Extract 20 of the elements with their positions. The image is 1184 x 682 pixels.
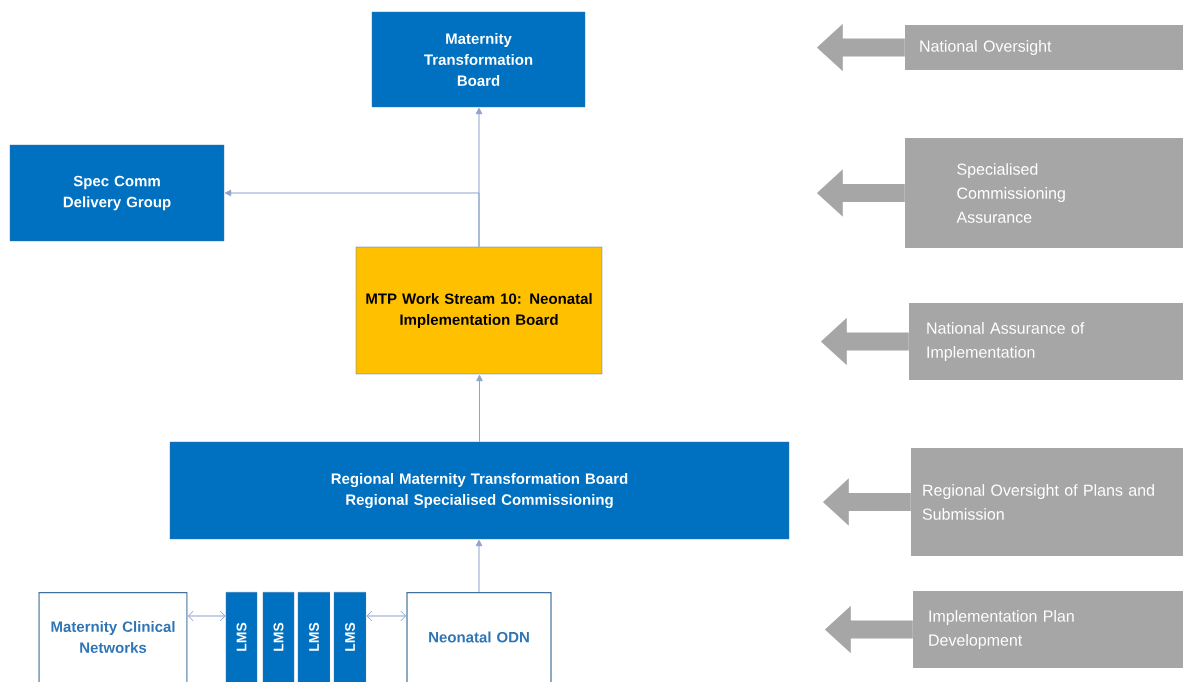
- lms-box: LMS: [225, 592, 258, 682]
- level-box: Regional Oversight of Plans and Submission: [911, 448, 1183, 556]
- network-box: Neonatal ODN: [406, 592, 552, 682]
- arrow: [224, 189, 480, 248]
- level-box: National Oversight: [905, 25, 1183, 70]
- board-box: Regional Maternity Transformation Board Regional Specialised Commissioning: [169, 441, 790, 540]
- board-box: Maternity Transformation Board: [371, 11, 586, 108]
- arrow: [366, 610, 407, 622]
- arrow: [187, 610, 226, 622]
- lms-box: LMS: [333, 592, 367, 682]
- lms-box: LMS: [297, 592, 331, 682]
- network-box: Maternity Clinical Networks: [38, 592, 188, 682]
- level-box: Specialised Commissioning Assurance: [905, 138, 1183, 248]
- lms-box: LMS: [262, 592, 295, 682]
- level-box: National Assurance of Implementation: [909, 303, 1183, 380]
- arrow: [476, 374, 483, 443]
- arrow: [475, 539, 483, 593]
- board-box: MTP Work Stream 10: Neonatal Implementation Board: [355, 246, 603, 375]
- board-box: Spec Comm Delivery Group: [9, 144, 225, 242]
- level-box: Implementation Plan Development: [913, 591, 1183, 668]
